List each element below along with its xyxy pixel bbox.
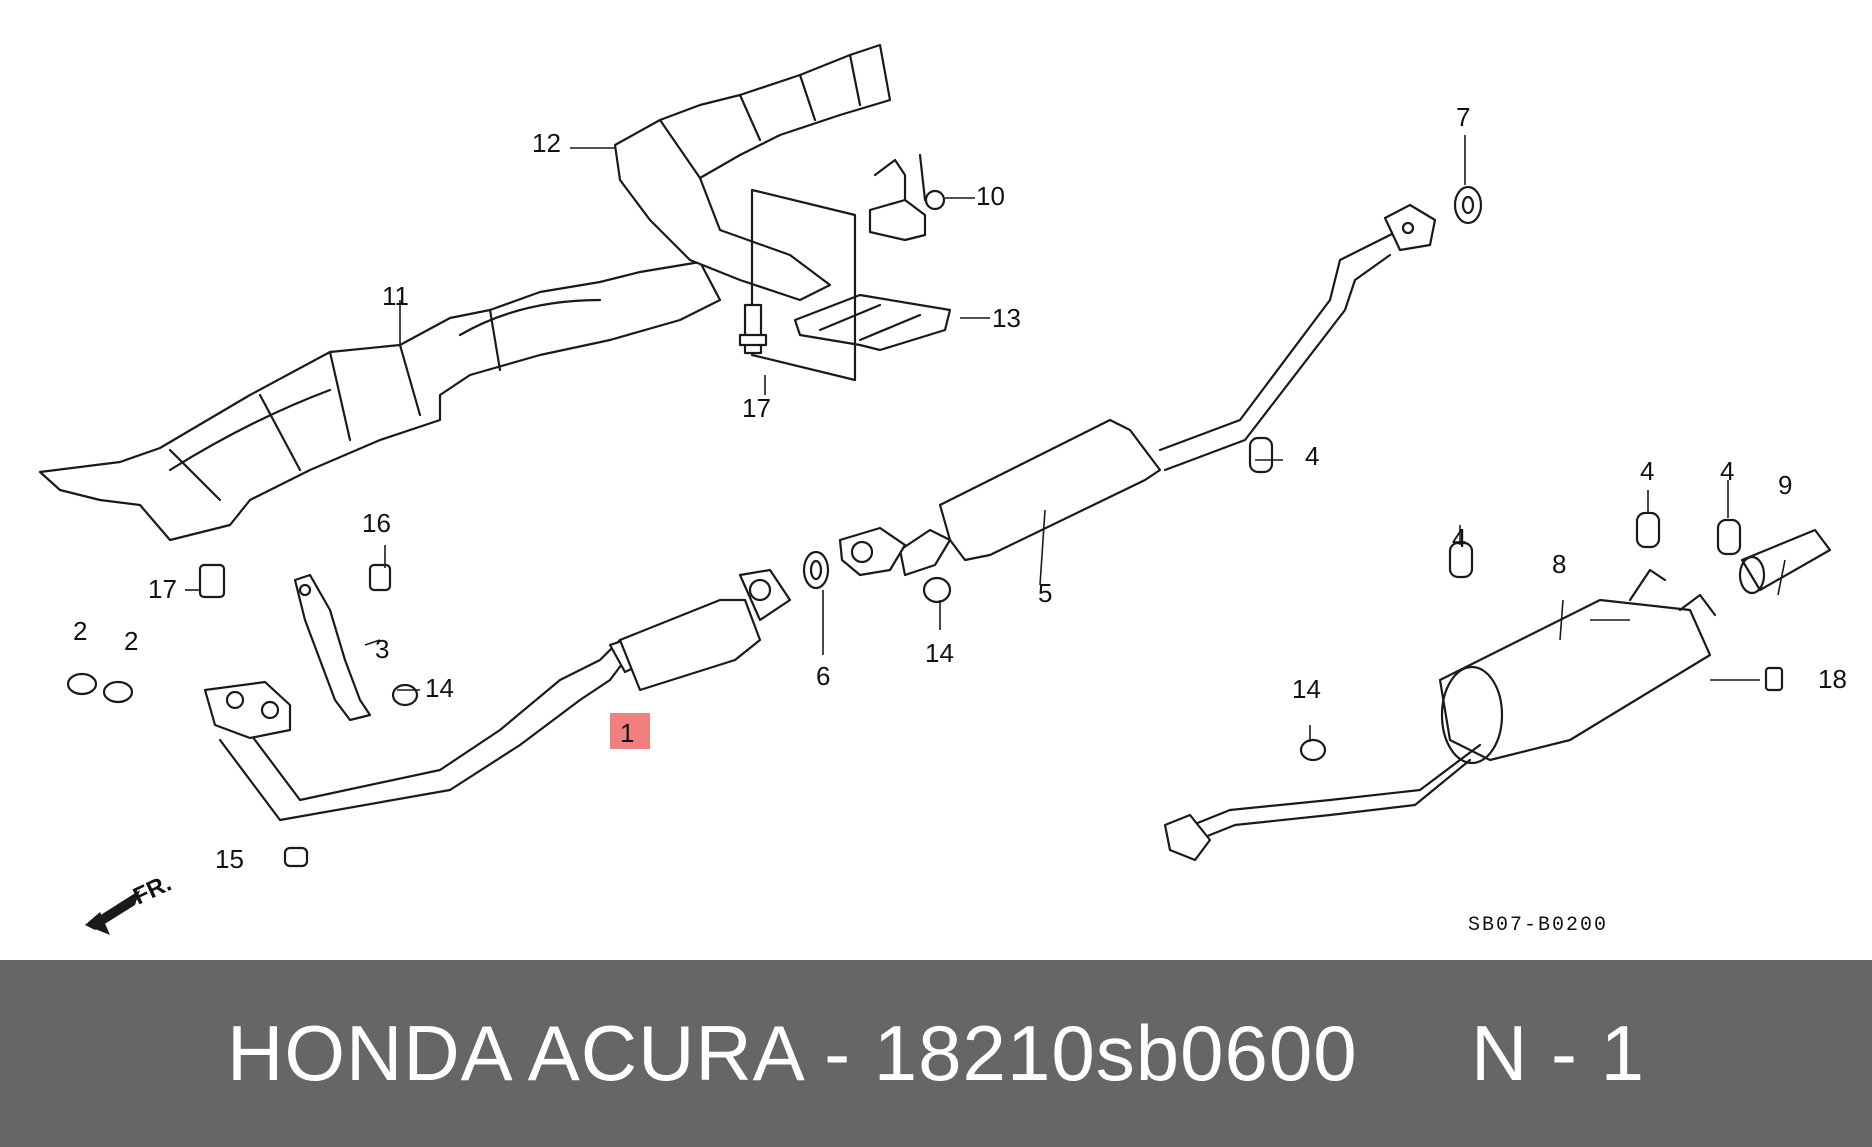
callout-5: 5 xyxy=(1038,578,1052,608)
footer-banner: HONDA ACURA - 18210sb0600 N - 1 xyxy=(0,960,1872,1147)
callout-2a: 2 xyxy=(73,616,87,646)
bracket-3 xyxy=(293,573,372,722)
callout-17a: 17 xyxy=(148,574,177,604)
gasket-6 xyxy=(802,550,830,590)
callout-7: 7 xyxy=(1456,102,1470,132)
callout-4d: 4 xyxy=(1720,456,1734,486)
callout-16: 16 xyxy=(362,508,391,538)
part-number-label: HONDA ACURA - 18210sb0600 N - 1 xyxy=(227,1009,1645,1097)
callout-14a: 14 xyxy=(425,673,454,703)
hanger-bracket xyxy=(868,153,946,242)
callout-15: 15 xyxy=(215,844,244,874)
heat-shield-upper xyxy=(613,43,892,302)
callout-6: 6 xyxy=(816,661,830,691)
callout-4a: 4 xyxy=(1305,441,1319,471)
callout-3: 3 xyxy=(375,634,389,664)
callout-1: 1 xyxy=(620,718,634,748)
callout-4c: 4 xyxy=(1640,456,1654,486)
leader-lines xyxy=(185,135,1786,742)
rubber-hanger xyxy=(1248,436,1742,579)
bracket-plate xyxy=(750,188,952,382)
gasket-6-inner xyxy=(809,559,823,581)
resonator xyxy=(838,203,1437,577)
front-pipe xyxy=(203,568,792,822)
front-direction-label: FR. xyxy=(129,870,175,911)
gasket-7 xyxy=(1453,185,1483,225)
exhaust-diagram: FR. 1 2 2 3 4 4 4 4 5 6 7 8 9 10 11 12 1… xyxy=(38,43,1847,937)
callout-1-highlight xyxy=(610,713,650,749)
callout-14c: 14 xyxy=(1292,674,1321,704)
callout-13: 13 xyxy=(992,303,1021,333)
callout-9: 9 xyxy=(1778,470,1792,500)
muffler xyxy=(1163,568,1717,862)
front-direction-arrow xyxy=(85,890,140,935)
heat-shield-front xyxy=(38,260,722,542)
callout-17b: 17 xyxy=(742,393,771,423)
callout-14b: 14 xyxy=(925,638,954,668)
bolt-17-upper xyxy=(738,303,768,355)
diagram-code: SB07-B0200 xyxy=(1468,914,1608,937)
callout-18: 18 xyxy=(1818,664,1847,694)
callout-8: 8 xyxy=(1552,549,1566,579)
callout-12: 12 xyxy=(532,128,561,158)
callout-4b: 4 xyxy=(1452,523,1466,553)
tail-pipe-finisher xyxy=(1738,528,1832,595)
callout-2b: 2 xyxy=(124,626,138,656)
callout-10: 10 xyxy=(976,181,1005,211)
gasket-7-inner xyxy=(1461,195,1475,215)
callout-11: 11 xyxy=(382,281,409,311)
